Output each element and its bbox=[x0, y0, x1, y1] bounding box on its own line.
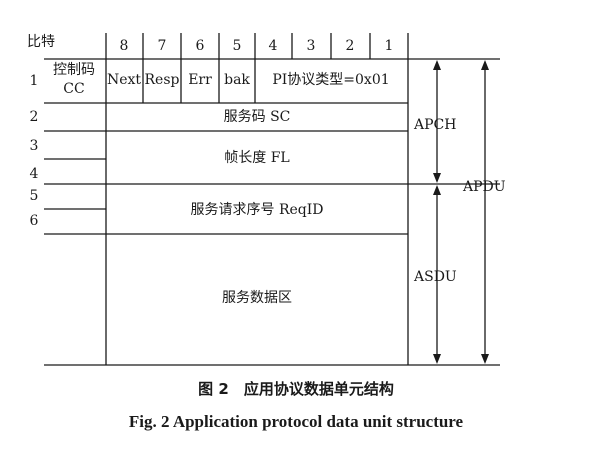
apdu-arrow-head-up bbox=[481, 60, 489, 70]
bit-number: 5 bbox=[232, 38, 242, 54]
asdu-arrow-head-up bbox=[433, 185, 441, 195]
field-frame-length: 帧长度 FL bbox=[224, 150, 290, 166]
field-resp: Resp bbox=[144, 72, 180, 88]
field-service-code: 服务码 SC bbox=[223, 109, 291, 125]
asdu-label: ASDU bbox=[414, 269, 457, 285]
apch-arrow-head-up bbox=[433, 60, 441, 70]
bit-number: 3 bbox=[306, 38, 316, 54]
bit-number: 1 bbox=[384, 38, 394, 54]
bit-number: 6 bbox=[195, 38, 205, 54]
apdu-label: APDU bbox=[463, 179, 506, 195]
bit-number: 2 bbox=[345, 38, 355, 54]
row-number: 5 bbox=[29, 188, 39, 204]
row-number: 6 bbox=[29, 213, 39, 229]
field-request-id: 服务请求序号 ReqID bbox=[190, 202, 324, 218]
control-code-label: 控制码 bbox=[53, 62, 95, 78]
apch-label: APCH bbox=[414, 117, 457, 133]
figure-caption-english: Fig. 2 Application protocol data unit st… bbox=[128, 412, 464, 431]
row-number: 1 bbox=[29, 73, 39, 89]
field-service-data-area: 服务数据区 bbox=[222, 290, 292, 306]
bit-number: 8 bbox=[119, 38, 129, 54]
figure-caption-chinese: 图 2 应用协议数据单元结构 bbox=[198, 380, 394, 398]
field-next: Next bbox=[106, 72, 142, 88]
apch-arrow-head-down bbox=[433, 173, 441, 183]
row-number: 4 bbox=[29, 166, 39, 182]
bit-number: 7 bbox=[157, 38, 167, 54]
apdu-arrow-head-down bbox=[481, 354, 489, 364]
asdu-arrow-head-down bbox=[433, 354, 441, 364]
field-err: Err bbox=[188, 72, 212, 88]
bit-header-label: 比特 bbox=[27, 34, 55, 50]
row-number: 3 bbox=[29, 138, 39, 154]
row-number: 2 bbox=[29, 109, 39, 125]
bit-number: 4 bbox=[268, 38, 278, 54]
field-bak: bak bbox=[224, 72, 250, 88]
control-code-abbrev: CC bbox=[63, 81, 85, 97]
field-pi-protocol-type: PI协议类型=0x01 bbox=[272, 72, 390, 88]
